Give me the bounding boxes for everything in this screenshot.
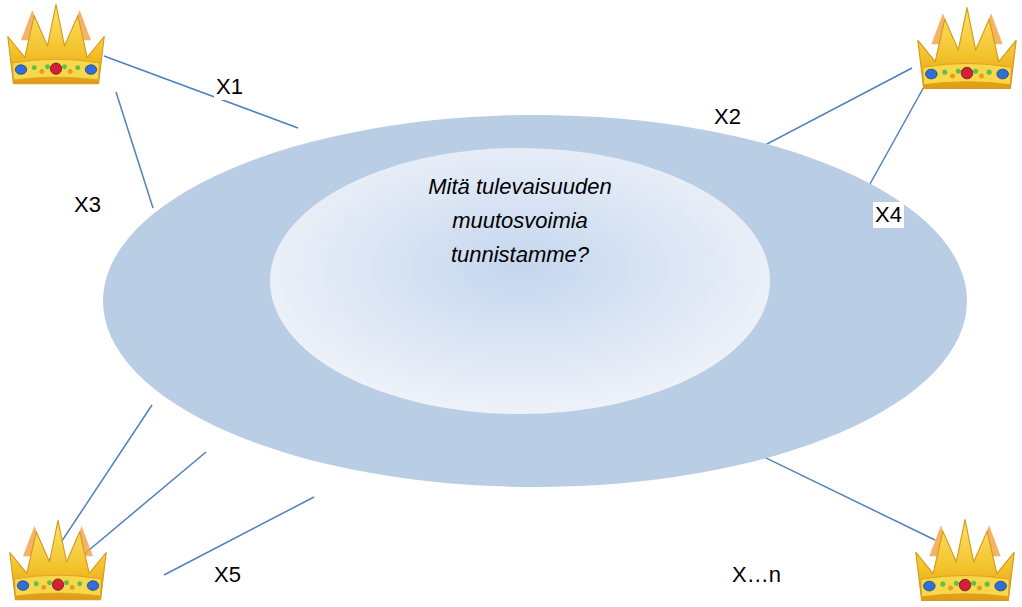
center-ellipse: Mitä tulevaisuuden muutosvoimia tunnista… bbox=[270, 148, 770, 414]
line-label: X4 bbox=[873, 202, 904, 228]
question-text: Mitä tulevaisuuden muutosvoimia tunnista… bbox=[405, 170, 635, 272]
line-label: X5 bbox=[212, 562, 243, 588]
line-label: X1 bbox=[214, 74, 245, 100]
line-label: X3 bbox=[72, 192, 103, 218]
line-label: X…n bbox=[730, 562, 783, 588]
line-label: X2 bbox=[712, 104, 743, 130]
